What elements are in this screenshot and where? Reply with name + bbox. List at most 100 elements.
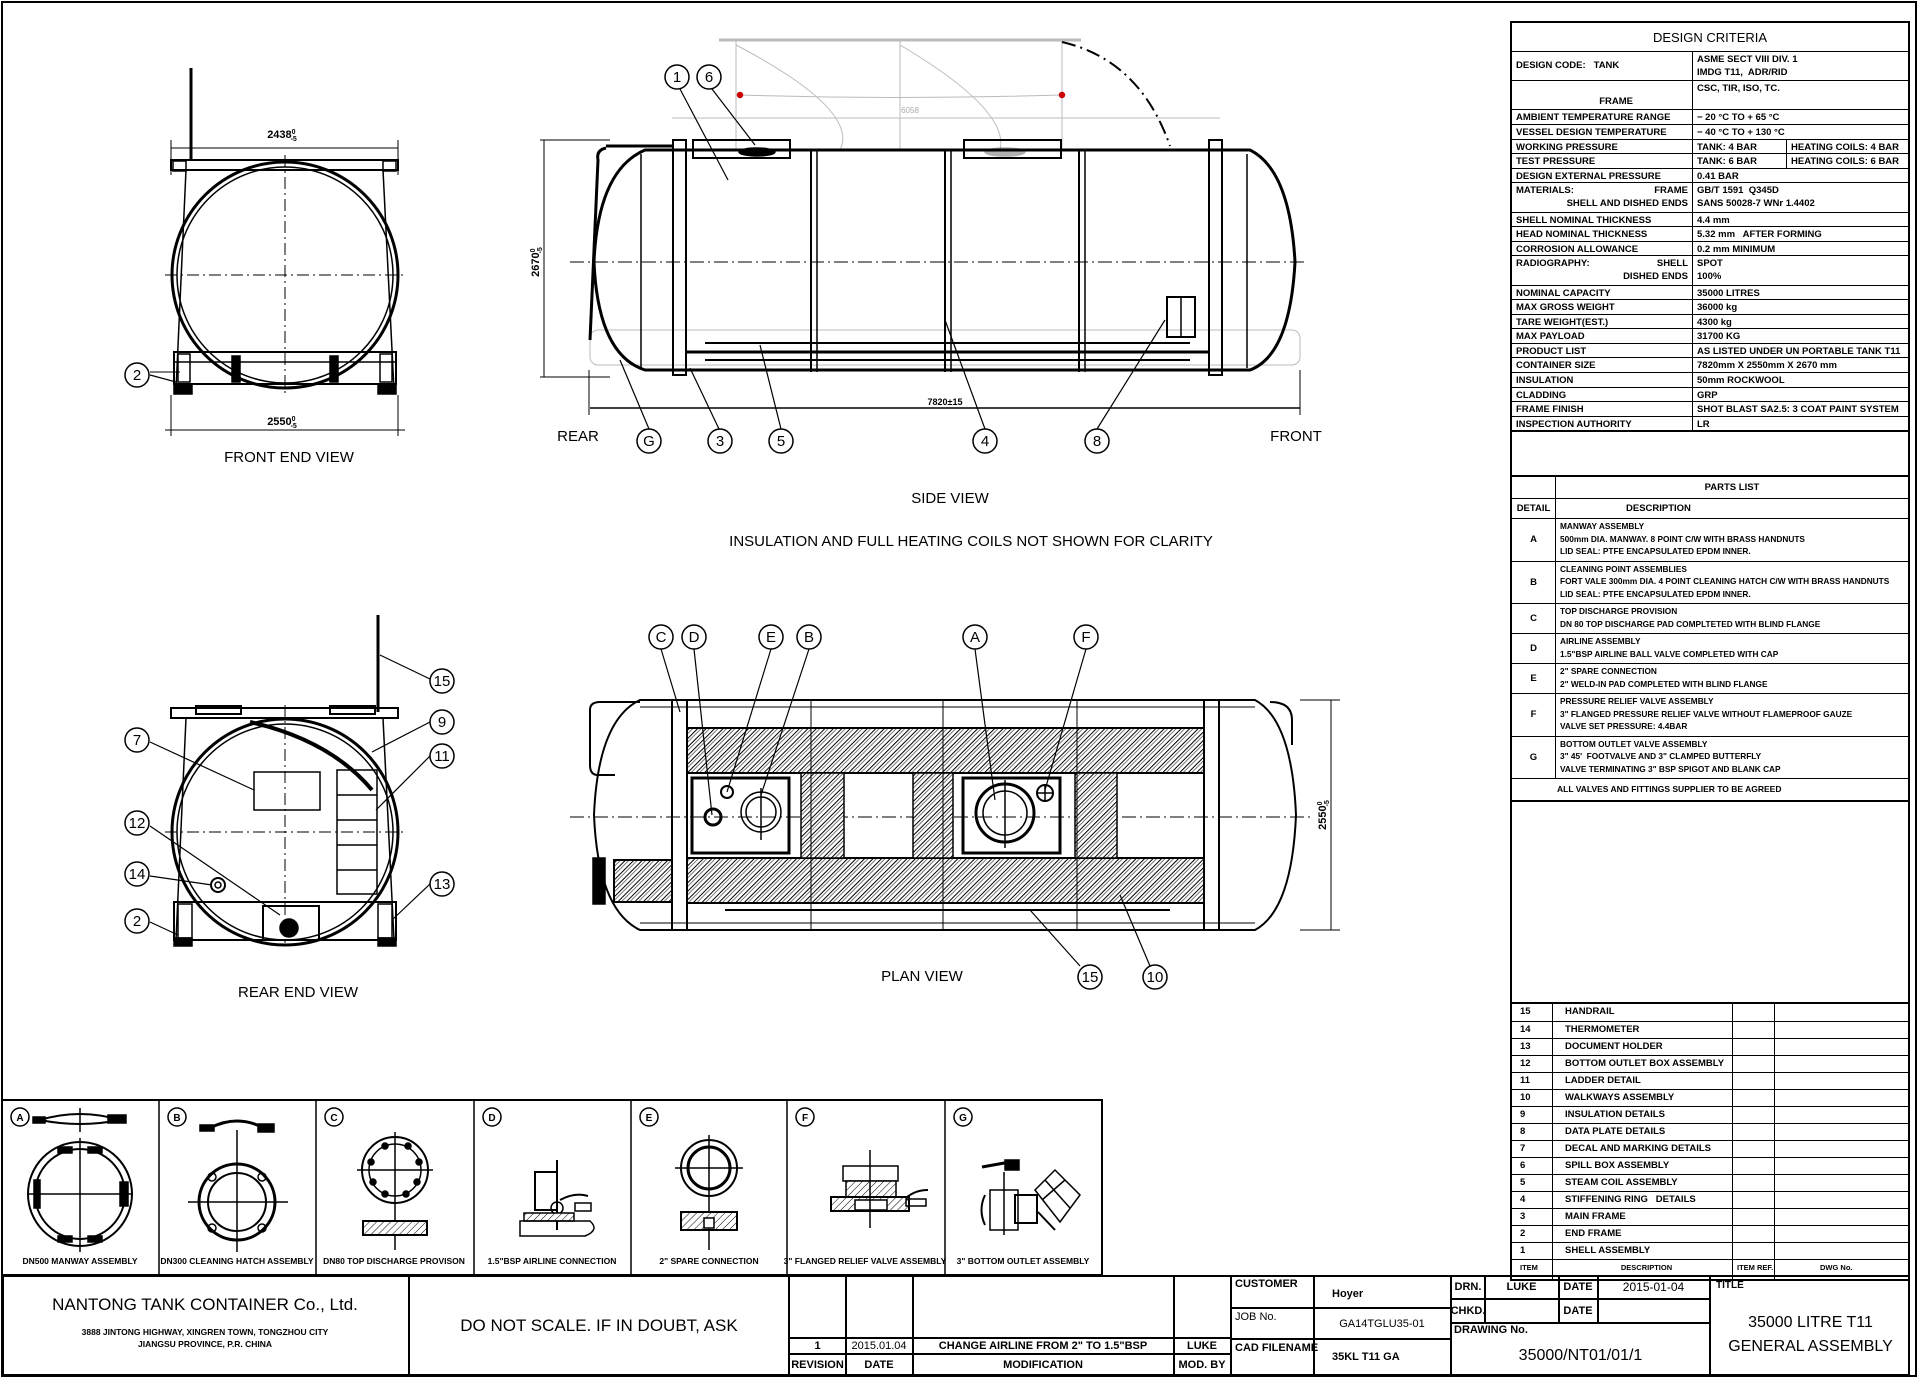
item-ref-header: ITEM REF. — [1732, 1260, 1774, 1279]
detail-letter: C — [330, 1113, 337, 1124]
criteria-label-sub: SHELL — [1656, 258, 1688, 270]
criteria-label-sub: SHELL AND DISHED ENDS — [1566, 198, 1688, 210]
part-description-line: 1.5"BSP AIRLINE BALL VALVE COMPLETED WIT… — [1560, 648, 1779, 659]
detail-f-relief-valve-drawing — [830, 1150, 929, 1228]
part-detail-letter: E — [1530, 673, 1537, 684]
balloon-side-6: 6 — [696, 64, 722, 90]
criteria-label: HEAD NOMINAL THICKNESS — [1512, 227, 1692, 241]
criteria-value-text: CSC, TIR, ISO, TC. — [1697, 83, 1780, 95]
criteria-label-text: MAX GROSS WEIGHT — [1516, 302, 1615, 314]
criteria-value-text: − 20 °C TO + 65 °C — [1697, 112, 1780, 124]
balloon-circle — [768, 428, 794, 454]
item-number: 11 — [1520, 1075, 1531, 1086]
date-header: DATE — [864, 1358, 894, 1371]
rear-label: REAR — [557, 428, 599, 445]
item-dwg-no — [1774, 1004, 1908, 1021]
balloon-circle — [124, 362, 150, 388]
criteria-value: 36000 kg — [1692, 300, 1908, 314]
description-header: DESCRIPTION — [1552, 1260, 1732, 1279]
customer-value: Hoyer — [1332, 1288, 1364, 1300]
detail-caption: 1.5"BSP AIRLINE CONNECTION — [488, 1256, 617, 1266]
revision-number: 1 — [814, 1339, 821, 1352]
balloon-side-8: 8 — [1084, 428, 1110, 454]
criteria-value: LR — [1692, 416, 1908, 431]
title-block — [2, 1275, 1910, 1376]
title-label: TITLE — [1716, 1280, 1744, 1291]
part-detail-letter: A — [1530, 534, 1537, 546]
criteria-value-text: ASME SECT VIII DIV. 1 — [1697, 54, 1798, 65]
revision-date: 2015.01.04 — [851, 1339, 907, 1352]
front-label: FRONT — [1270, 428, 1322, 445]
item-number: 12 — [1520, 1058, 1531, 1069]
rear-end-view-title: REAR END VIEW — [238, 984, 359, 1001]
item-dwg-no — [1774, 1158, 1908, 1174]
criteria-label: INSPECTION AUTHORITY — [1512, 417, 1692, 431]
criteria-label-text: MAX PAYLOAD — [1516, 331, 1585, 343]
balloon-circle — [707, 428, 733, 454]
detail-letter: E — [646, 1113, 653, 1124]
criteria-value-text: GB/T 1591 Q345D — [1697, 185, 1779, 197]
criteria-label: FRAME FINISH — [1512, 402, 1692, 416]
item-dwg-no — [1774, 1192, 1908, 1208]
item-dwg-no — [1774, 1073, 1908, 1089]
plan-view-drawing — [570, 699, 1340, 931]
drawing-title-line1: 35000 LITRE T11 — [1748, 1314, 1873, 1331]
detail-caption: 2" SPARE CONNECTION — [659, 1256, 758, 1266]
item-number: 13 — [1520, 1041, 1531, 1052]
criteria-value-text: 35000 LITRES — [1697, 287, 1760, 299]
criteria-value-text: LR — [1697, 418, 1710, 430]
item-number: 3 — [1520, 1211, 1526, 1222]
criteria-value: 50mm ROCKWOOL — [1692, 373, 1908, 387]
part-description-line: 2" WELD-IN PAD COMPLETED WITH BLIND FLAN… — [1560, 678, 1768, 689]
criteria-label: WORKING PRESSURE — [1512, 140, 1692, 154]
criteria-value: 5.32 mm AFTER FORMING — [1692, 227, 1908, 241]
parts-list-footer-row: ALL VALVES AND FITTINGS SUPPLIER TO BE A… — [1512, 778, 1908, 800]
parts-list-footer: ALL VALVES AND FITTINGS SUPPLIER TO BE A… — [1557, 784, 1782, 794]
parts-list-blank — [1512, 477, 1555, 498]
part-description-line: FORT VALE 300mm DIA. 4 POINT CLEANING HA… — [1560, 576, 1890, 586]
part-description-line: CLEANING POINT ASSEMBLIES — [1560, 563, 1687, 574]
criteria-value-text: 4300 kg — [1697, 316, 1732, 328]
item-ref — [1732, 1226, 1774, 1242]
balloon-label: 13 — [434, 876, 451, 893]
customer-label: CUSTOMER — [1235, 1278, 1298, 1290]
detail-d-airline-drawing — [519, 1160, 595, 1237]
criteria-value-text: 31700 KG — [1697, 331, 1741, 343]
company-name: NANTONG TANK CONTAINER Co., Ltd. — [52, 1295, 358, 1314]
detail-letter: B — [173, 1113, 180, 1124]
drawn-by: LUKE — [1506, 1281, 1537, 1293]
balloon-label: 10 — [1147, 969, 1164, 986]
item-ref — [1732, 1039, 1774, 1055]
criteria-value-text: SPOT — [1697, 258, 1723, 270]
part-description-line: DN 80 TOP DISCHARGE PAD COMPLTETED WITH … — [1560, 618, 1821, 629]
side-view-title: SIDE VIEW — [911, 490, 989, 507]
balloon-rear-end-13: 13 — [429, 871, 455, 897]
criteria-value: TANK: 6 BAR — [1692, 154, 1786, 168]
design-criteria-title: DESIGN CRITERIA — [1652, 29, 1768, 45]
criteria-value-text: 0.2 mm MINIMUM — [1697, 243, 1776, 255]
balloon-circle — [696, 64, 722, 90]
detail-e-spare-connection-drawing — [675, 1135, 743, 1250]
job-label: JOB No. — [1235, 1311, 1277, 1323]
criteria-value-text: 5.32 mm AFTER FORMING — [1697, 229, 1822, 241]
criteria-label: VESSEL DESIGN TEMPERATURE — [1512, 125, 1692, 139]
criteria-value: − 20 °C TO + 65 °C — [1692, 110, 1908, 124]
balloon-label: 3 — [716, 433, 724, 450]
item-ref — [1732, 1124, 1774, 1140]
detail-letter: G — [959, 1113, 967, 1124]
balloon-label: 2 — [133, 367, 141, 384]
item-number: 7 — [1520, 1143, 1526, 1154]
criteria-label: SHELL NOMINAL THICKNESS — [1512, 213, 1692, 227]
